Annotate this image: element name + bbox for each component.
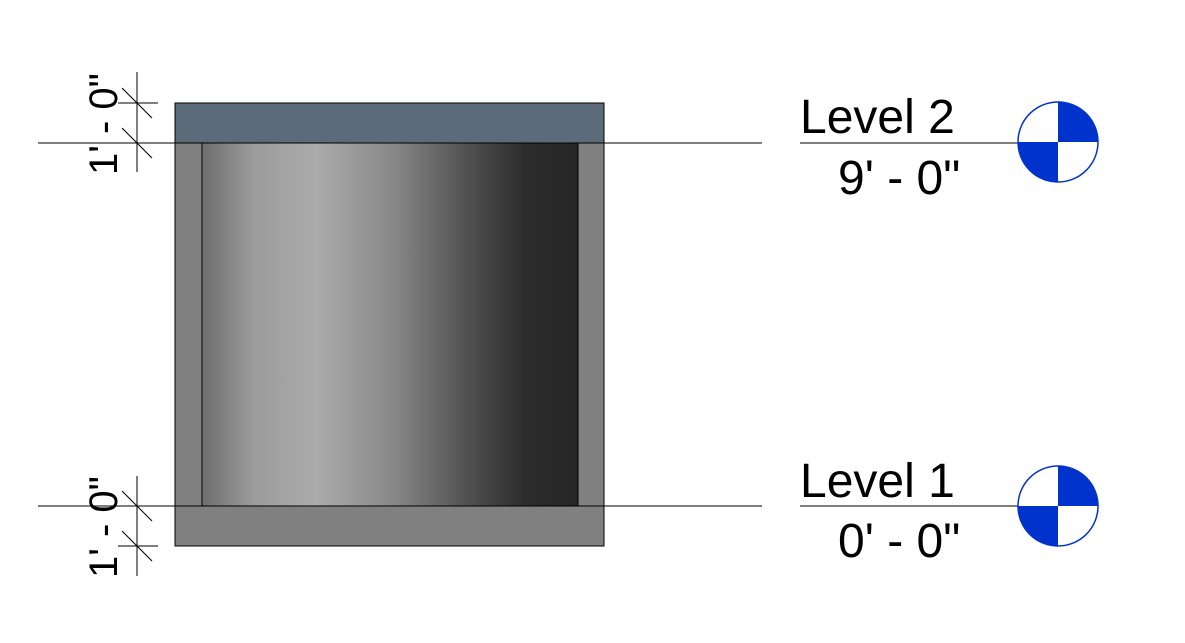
level-head-marker-icon[interactable] — [1017, 101, 1099, 183]
bottom-dimension[interactable] — [118, 476, 158, 576]
top-slab[interactable] — [174, 102, 605, 144]
level-2-elevation: 9' - 0" — [838, 152, 960, 205]
wall-interior[interactable] — [201, 142, 579, 507]
top-dimension[interactable] — [118, 72, 158, 172]
level-2-name: Level 2 — [800, 91, 955, 144]
bottom-dimension-label: 1' - 0" — [82, 476, 126, 578]
top-dimension-label: 1' - 0" — [82, 73, 126, 175]
level-1-name: Level 1 — [800, 455, 955, 508]
level-head-marker-icon[interactable] — [1017, 465, 1099, 547]
level-1-elevation: 0' - 0" — [838, 515, 960, 568]
